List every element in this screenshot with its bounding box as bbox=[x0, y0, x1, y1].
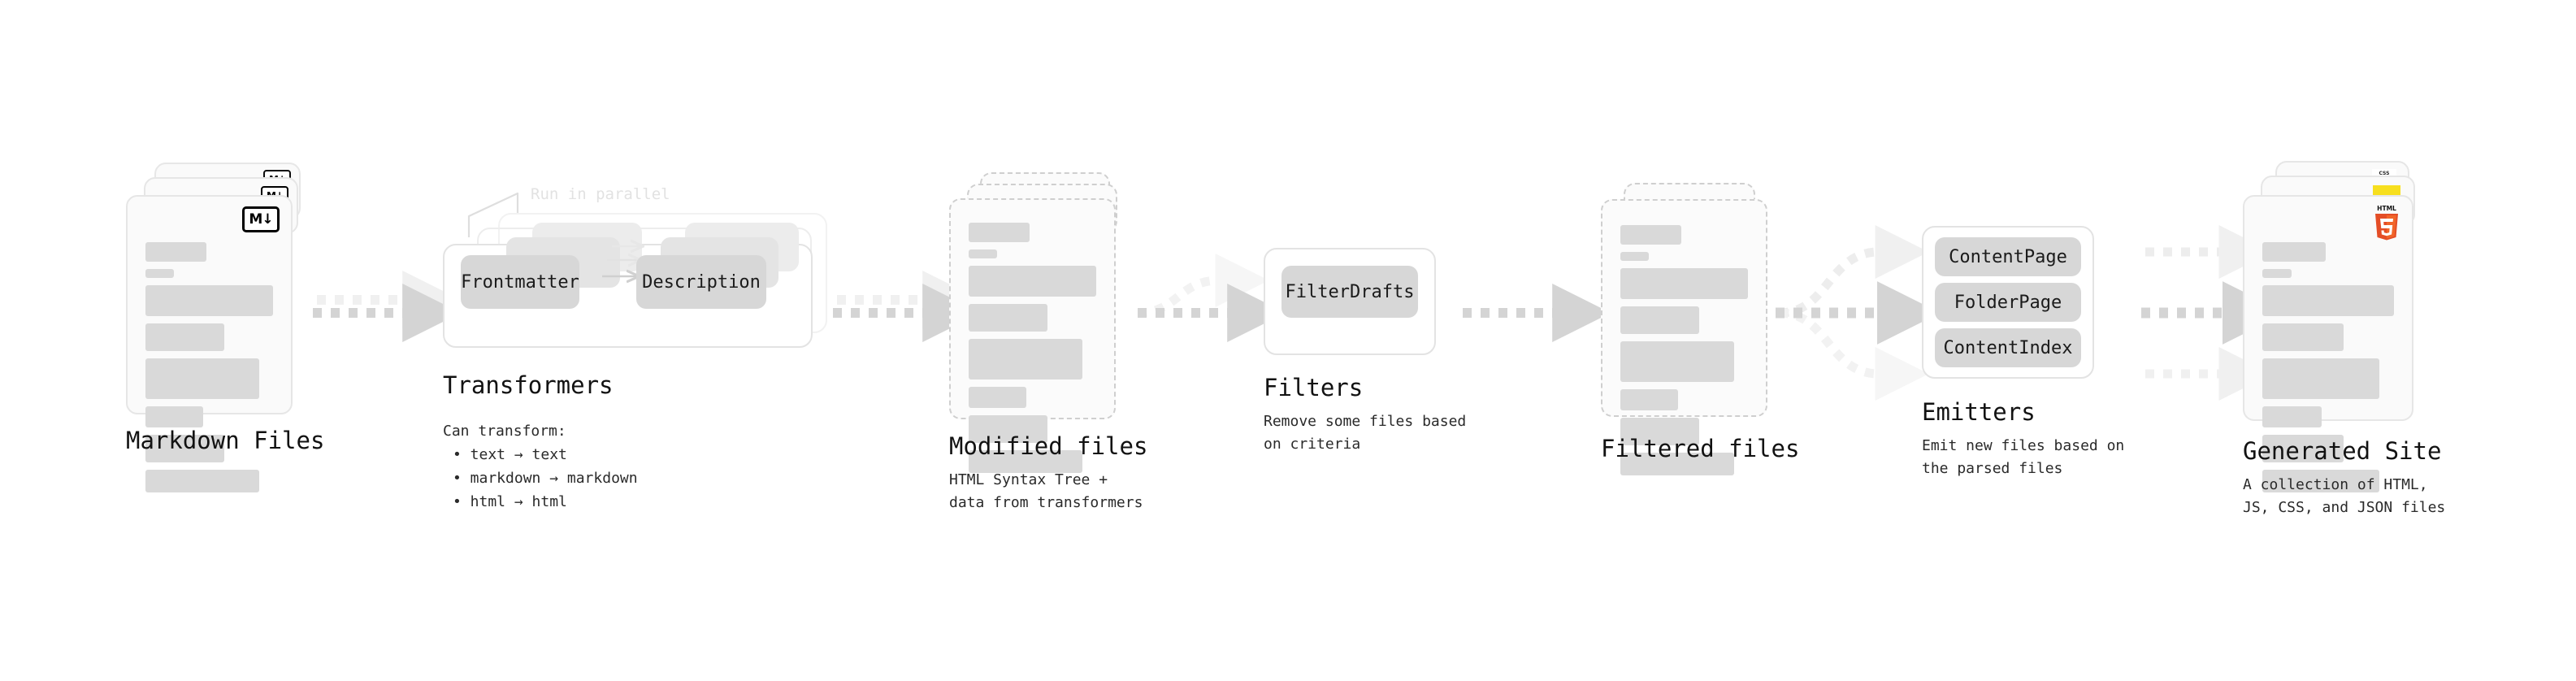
transformers-bullet-3: • html → html bbox=[453, 493, 567, 510]
stage-subtitle-filters: Remove some files based on criteria bbox=[1264, 413, 1467, 453]
skeleton-bar bbox=[969, 223, 1030, 242]
stage-title-emitters: Emitters bbox=[1922, 398, 2036, 426]
skeleton-bar bbox=[1620, 225, 1682, 245]
connector-transformers-to-modified bbox=[833, 271, 982, 342]
stage-subtitle-generated-site: A collection of HTML, JS, CSS, and JSON … bbox=[2243, 476, 2446, 516]
skeleton-bar bbox=[145, 242, 207, 262]
html5-icon: HTML bbox=[2371, 203, 2402, 241]
emitter-chip-folderpage[interactable]: FolderPage bbox=[1935, 283, 2081, 322]
skeleton-bar bbox=[2262, 470, 2380, 492]
skeleton-bar bbox=[2262, 269, 2292, 278]
filtered-card-stack bbox=[1601, 183, 1788, 475]
stage-title-transformers: Transformers bbox=[443, 371, 614, 399]
filter-chip-filterdrafts[interactable]: FilterDrafts bbox=[1281, 266, 1418, 318]
stage-markdown-files: M↓ M↓ M↓ Markdown Files bbox=[126, 163, 324, 492]
skeleton-bar bbox=[1620, 306, 1700, 334]
transformers-bullet-2: • markdown → markdown bbox=[453, 470, 638, 487]
site-card-front: HTML bbox=[2243, 195, 2413, 492]
stage-title-markdown-files: Markdown Files bbox=[126, 427, 325, 454]
stage-subtitle-modified-files: HTML Syntax Tree + data from transformer… bbox=[949, 471, 1143, 511]
skeleton-bar bbox=[969, 266, 1096, 297]
transformers-intro: Can transform: bbox=[443, 423, 566, 440]
skeleton-bar bbox=[969, 387, 1026, 408]
stage-generated-site: CSS HTML bbox=[2243, 161, 2445, 516]
run-in-parallel-bracket bbox=[467, 192, 519, 237]
emitter-chip-contentpage[interactable]: ContentPage bbox=[1935, 237, 2081, 276]
skeleton-bar bbox=[969, 450, 1082, 473]
skeleton-bar bbox=[1620, 389, 1678, 410]
modified-card-stack bbox=[949, 172, 1136, 473]
skeleton-bar bbox=[969, 249, 997, 258]
skeleton-bar bbox=[145, 269, 174, 278]
skeleton-bar bbox=[2262, 242, 2326, 262]
skeleton-bar bbox=[1620, 453, 1734, 475]
skeleton-bar bbox=[2262, 285, 2394, 316]
transformer-inner-arrows bbox=[602, 237, 766, 335]
site-card-stack: CSS HTML bbox=[2243, 161, 2438, 492]
skeleton-bar bbox=[145, 470, 259, 492]
skeleton-bar bbox=[1620, 252, 1649, 261]
markdown-card-front: M↓ bbox=[126, 195, 293, 492]
skeleton-bar bbox=[1620, 341, 1734, 382]
skeleton-bar bbox=[145, 358, 259, 399]
stage-title-modified-files: Modified files bbox=[949, 432, 1148, 460]
connector-filtered-to-emitters bbox=[1776, 225, 1941, 401]
connector-modified-to-filters bbox=[1137, 254, 1286, 342]
stage-title-generated-site: Generated Site bbox=[2243, 437, 2442, 465]
skeleton-bar bbox=[1620, 418, 1700, 445]
modified-card-front bbox=[949, 198, 1116, 473]
transformers-bullet-1: • text → text bbox=[453, 446, 567, 463]
skeleton-bar bbox=[145, 285, 273, 316]
skeleton-bar bbox=[2262, 435, 2344, 462]
run-in-parallel-label: Run in parallel bbox=[531, 185, 670, 203]
transformer-chip-frontmatter[interactable]: Frontmatter bbox=[461, 255, 579, 309]
skeleton-bar bbox=[2262, 323, 2344, 351]
skeleton-bar bbox=[2262, 358, 2380, 399]
skeleton-bar bbox=[969, 339, 1082, 380]
skeleton-bar bbox=[2262, 406, 2322, 427]
skeleton-bar bbox=[145, 406, 203, 427]
markdown-card-stack: M↓ M↓ M↓ bbox=[126, 163, 313, 492]
markdown-icon: M↓ bbox=[242, 206, 280, 232]
emitter-chip-contentindex[interactable]: ContentIndex bbox=[1935, 328, 2081, 367]
svg-text:HTML: HTML bbox=[2377, 205, 2396, 212]
stage-title-filters: Filters bbox=[1264, 374, 1364, 401]
skeleton-bar bbox=[969, 415, 1048, 443]
transformer-chip-description[interactable]: Description bbox=[636, 255, 766, 309]
skeleton-bar bbox=[145, 435, 225, 462]
stage-title-filtered-files: Filtered files bbox=[1601, 435, 1800, 462]
skeleton-bar bbox=[969, 304, 1048, 332]
stage-subtitle-emitters: Emit new files based on the parsed files bbox=[1922, 437, 2125, 477]
connector-emitters-to-site bbox=[2141, 225, 2286, 401]
skeleton-bar bbox=[145, 323, 225, 351]
stage-modified-files: Modified files HTML Syntax Tree + data f… bbox=[949, 172, 1147, 511]
filtered-card-front bbox=[1601, 199, 1767, 475]
connector-md-to-transformers bbox=[313, 271, 462, 342]
stage-filtered-files: Filtered files bbox=[1601, 183, 1799, 475]
skeleton-bar bbox=[1620, 268, 1748, 299]
